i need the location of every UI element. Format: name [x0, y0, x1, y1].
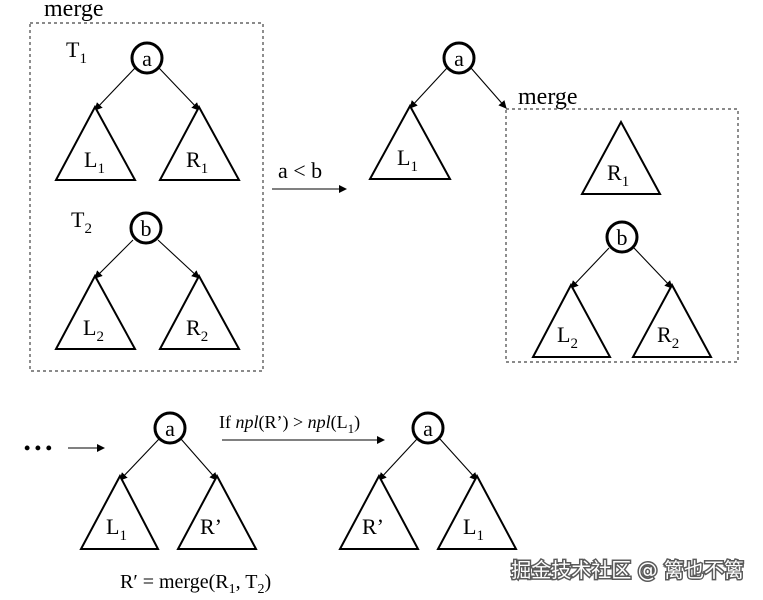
svg-text:L2: L2 — [557, 322, 578, 352]
tree-t2-label: T2 — [71, 207, 92, 237]
svg-text:b: b — [617, 225, 628, 250]
svg-text:R’: R’ — [362, 514, 384, 539]
merge-box-left: merge — [29, 0, 264, 372]
node-a-t1: a — [130, 41, 164, 75]
edge-right-b-right — [633, 247, 673, 289]
formula-rprime: R′ = merge(R1, T2) — [120, 571, 271, 597]
subtree-L2-top: L2 — [54, 273, 137, 350]
subtree-L1-top-right: L1 — [368, 103, 452, 180]
node-b-right: b — [605, 220, 639, 254]
edge-bl-left — [119, 438, 160, 481]
tree-top-right: a L1 — [368, 41, 507, 180]
subtree-R2-right: R2 — [631, 282, 713, 358]
svg-text:L1: L1 — [463, 514, 484, 544]
edge-tr-right — [470, 67, 507, 109]
svg-text:R2: R2 — [657, 322, 679, 352]
condition-arrow: If npl(R’) > npl(L1) — [219, 412, 385, 444]
condition-label: If npl(R’) > npl(L1) — [219, 412, 360, 436]
tree-bottom-left: a L1 R’ — [79, 411, 258, 550]
edge-right-b-left — [570, 247, 610, 289]
svg-text:L1: L1 — [106, 514, 127, 544]
svg-text:a: a — [142, 46, 152, 71]
svg-text:R’: R’ — [200, 514, 222, 539]
svg-text:掘金技术社区 @ 篱也不篱: 掘金技术社区 @ 篱也不篱 — [511, 558, 744, 582]
edge-bl-right — [180, 438, 218, 481]
subtree-Rprime-bottom-left: R’ — [176, 473, 258, 550]
arrow-a-lt-b: a < b — [272, 158, 347, 193]
tree-bottom-right: a R’ L1 — [338, 411, 518, 550]
svg-text:• • •: • • • — [24, 438, 52, 458]
merge-label-left: merge — [44, 0, 104, 22]
tree-t1-label: T1 — [66, 37, 87, 67]
subtree-R1-right: R1 — [580, 119, 662, 195]
subtree-R1-top: R1 — [158, 104, 241, 181]
watermark: 掘金技术社区 @ 篱也不篱 — [510, 557, 746, 584]
svg-text:a: a — [423, 416, 433, 441]
subtree-L1-top: L1 — [54, 104, 137, 181]
node-a-bottom-right: a — [411, 411, 445, 445]
edge-tr-left — [409, 67, 448, 109]
svg-text:L2: L2 — [83, 315, 104, 345]
edge-t1-right — [158, 67, 200, 111]
subtree-Rprime-bottom-right: R’ — [338, 473, 420, 550]
subtree-L1-bottom-left: L1 — [79, 473, 160, 550]
edge-br-right — [439, 438, 478, 481]
merge-label-right: merge — [518, 84, 578, 110]
subtree-L1-bottom-right: L1 — [436, 473, 518, 550]
svg-text:R1: R1 — [186, 147, 208, 177]
svg-text:b: b — [141, 216, 152, 241]
svg-text:a < b: a < b — [278, 158, 322, 183]
subtree-R2-top: R2 — [158, 273, 241, 350]
svg-text:a: a — [454, 46, 464, 71]
svg-text:R1: R1 — [607, 160, 629, 190]
svg-text:R2: R2 — [186, 315, 208, 345]
edge-t2-right — [157, 239, 200, 279]
svg-text:L1: L1 — [397, 145, 418, 175]
svg-text:R′ = merge(R1, T2): R′ = merge(R1, T2) — [120, 571, 271, 597]
edge-br-left — [378, 438, 418, 481]
ellipsis-arrow: • • • — [24, 438, 105, 458]
node-a-top-right: a — [442, 41, 476, 75]
svg-text:a: a — [165, 416, 175, 441]
merge-box-right: merge R1 b L2 R2 — [505, 84, 739, 363]
tree-t1: T1 a L1 R1 — [54, 37, 241, 181]
svg-text:L1: L1 — [84, 147, 105, 177]
edge-t1-left — [94, 67, 136, 111]
subtree-L2-right: L2 — [531, 282, 612, 358]
edge-t2-left — [94, 239, 134, 279]
node-b-t2: b — [129, 211, 163, 245]
tree-t2: T2 b L2 R2 — [54, 207, 241, 350]
node-a-bottom-left: a — [153, 411, 187, 445]
